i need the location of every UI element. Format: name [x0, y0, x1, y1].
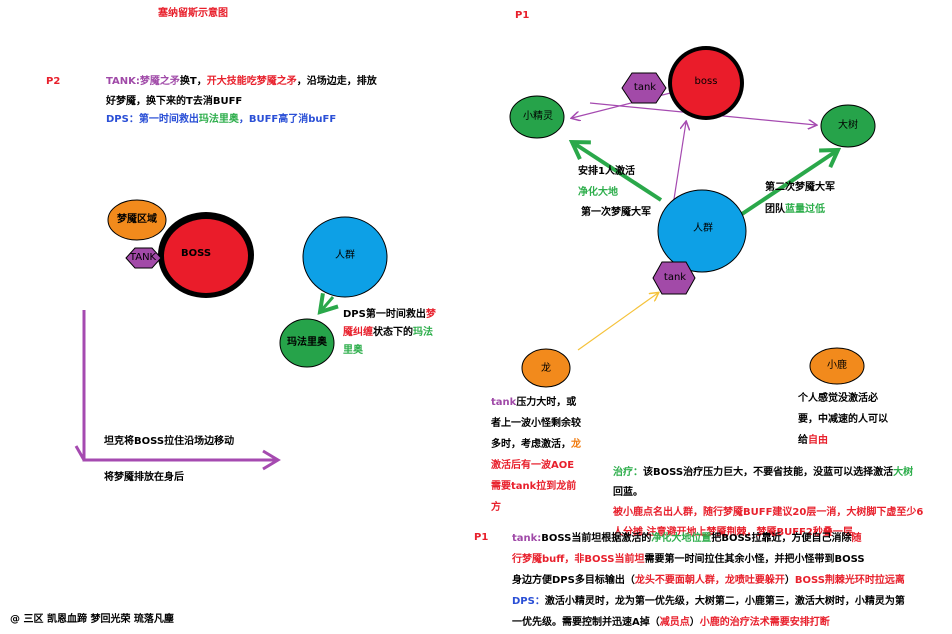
arrange-note-line-2: 净化大地 [578, 187, 618, 198]
p2-strategy-line-3: DPS：第一时间救出玛法里奥，BUFF高了消buFF [106, 114, 337, 125]
tank-hex-top [621, 72, 667, 104]
crowd-label-right: 人群 [693, 223, 713, 234]
arrow-crowd-to-wisp [568, 139, 663, 202]
dragon-circle [521, 348, 571, 388]
bottom-strategy-note: tank:BOSS当前坦根据激活的净化大地位置把BOSS拉靠近，方便自己消除随 … [512, 533, 905, 628]
phase-label-p1-top: P1 [515, 10, 530, 21]
tank-hex-mid [652, 261, 696, 295]
arrange-note-line-3: 第一次梦魇大军 [581, 207, 651, 218]
page-title: 塞纳留斯示意图 [158, 8, 228, 19]
wisp-circle [509, 95, 565, 139]
tank-hex-left [125, 247, 162, 269]
p2-strategy-line-1: TANK:梦魇之矛换T，开大技能吃梦魇之矛，沿场边走，排放 [106, 76, 377, 87]
p2-strategy-line-2: 好梦魇，换下来的T去消BUFF [106, 96, 243, 107]
arrow-to-boss [671, 122, 686, 213]
tree-circle [820, 104, 876, 148]
rescue-arrow [317, 293, 339, 315]
malfurion-label: 玛法里奥 [287, 337, 327, 348]
second-wave-line-1: 第二次梦魇大军 [765, 182, 835, 193]
credit-line: @ 三区 凯恩血蹄 梦回光荣 琉落凡塵 [10, 614, 174, 625]
nightmare-zone-label: 梦魇区域 [117, 214, 157, 225]
deer-circle [809, 347, 865, 385]
dragon-label: 龙 [541, 363, 551, 374]
boss-circle-right [672, 50, 740, 116]
second-wave-line-2: 团队蓝量过低 [765, 204, 825, 215]
dps-rescue-note: DPS第一时间救出梦 魇纠缠状态下的玛法 里奥 [343, 309, 436, 356]
phase-label-p2: P2 [46, 76, 61, 87]
deer-label: 小鹿 [827, 360, 847, 371]
deer-note: 个人感觉没激活必 要，中减速的人可以 给自由 [798, 393, 888, 446]
malfurion-circle [279, 318, 335, 368]
phase-label-p1-bottom: P1 [474, 532, 489, 543]
crowd-circle-left [302, 216, 388, 298]
tank-pressure-note: tank压力大时，或 者上一波小怪剩余较 多时，考虑激活，龙 激活后有一波AOE… [491, 397, 581, 513]
crowd-label-left: 人群 [335, 250, 355, 261]
tank-move-note: 坦克将BOSS拉住沿场边移动 [104, 436, 235, 447]
tank-label-top: tank [633, 82, 657, 93]
tank-move-arrow-head-up [74, 445, 86, 461]
boss-label-left: BOSS [180, 248, 212, 259]
arrow-dragon-to-tank [577, 293, 658, 351]
arrow-crowd-to-tree [740, 147, 842, 216]
healer-note: 治疗：该BOSS治疗压力巨大，不要省技能，没蓝可以选择激活大树 回蓝。 被小鹿点… [613, 467, 924, 538]
tank-label-mid: tank [663, 272, 687, 283]
boss-label-right: boss [694, 76, 718, 87]
tree-label: 大树 [838, 120, 858, 131]
nightmare-behind-note: 将梦魇排放在身后 [104, 472, 184, 483]
boss-circle-left [164, 219, 248, 293]
arrange-note-line-1: 安排1人激活 [578, 166, 635, 177]
tank-label-left: TANK [129, 252, 157, 263]
wisp-label: 小精灵 [523, 111, 553, 122]
crowd-circle-right [657, 189, 747, 273]
nightmare-zone-circle [107, 199, 167, 241]
